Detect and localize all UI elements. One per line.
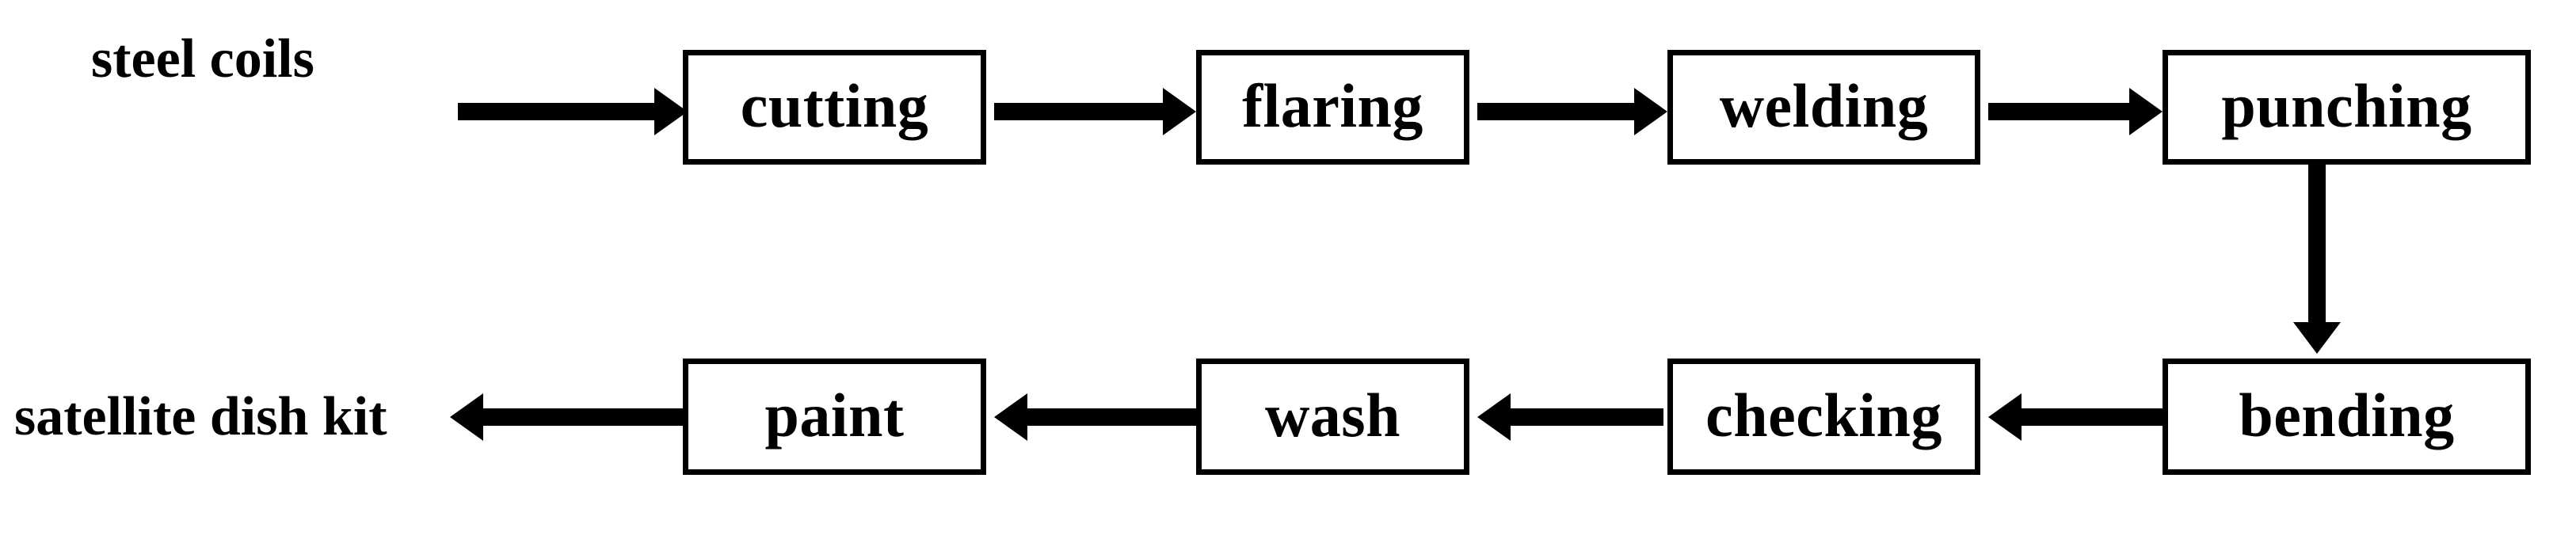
process-box-cutting[interactable]: cutting: [683, 50, 986, 165]
process-label-bending: bending: [2239, 380, 2455, 450]
arrowhead-right-icon: [1163, 88, 1196, 135]
arrow-welding-to-punching: [1988, 88, 2163, 135]
arrow-punching-to-bending: [2293, 162, 2341, 354]
arrowhead-left-icon: [994, 393, 1027, 441]
arrowhead-right-icon: [1634, 88, 1667, 135]
arrow-flaring-to-welding: [1477, 88, 1667, 135]
arrow-paint-to-satellite-dish-kit: [450, 393, 683, 441]
process-box-checking[interactable]: checking: [1667, 359, 1980, 475]
process-label-checking: checking: [1705, 380, 1942, 450]
arrow-cutting-to-flaring: [994, 88, 1196, 135]
process-label-wash: wash: [1264, 380, 1401, 450]
arrowhead-left-icon: [450, 393, 483, 441]
arrowhead-left-icon: [1477, 393, 1511, 441]
arrowhead-left-icon: [1988, 393, 2022, 441]
process-box-paint[interactable]: paint: [683, 359, 986, 475]
process-box-punching[interactable]: punching: [2163, 50, 2531, 165]
process-label-punching: punching: [2221, 70, 2472, 140]
process-label-welding: welding: [1719, 70, 1929, 140]
process-label-cutting: cutting: [740, 70, 929, 140]
arrowhead-down-icon: [2293, 322, 2341, 354]
arrow-wash-to-paint: [994, 393, 1196, 441]
process-label-paint: paint: [764, 380, 905, 450]
arrow-checking-to-wash: [1477, 393, 1663, 441]
process-box-wash[interactable]: wash: [1196, 359, 1469, 475]
output-label-satellite-dish-kit: satellite dish kit: [14, 386, 387, 447]
process-box-flaring[interactable]: flaring: [1196, 50, 1469, 165]
arrowhead-right-icon: [2129, 88, 2163, 135]
arrow-bending-to-checking: [1988, 393, 2163, 441]
process-box-bending[interactable]: bending: [2163, 359, 2531, 475]
arrow-steel-coils-to-cutting: [458, 88, 688, 135]
process-label-flaring: flaring: [1242, 70, 1423, 140]
arrowhead-right-icon: [654, 88, 688, 135]
input-label-steel-coils: steel coils: [91, 28, 314, 89]
process-box-welding[interactable]: welding: [1667, 50, 1980, 165]
